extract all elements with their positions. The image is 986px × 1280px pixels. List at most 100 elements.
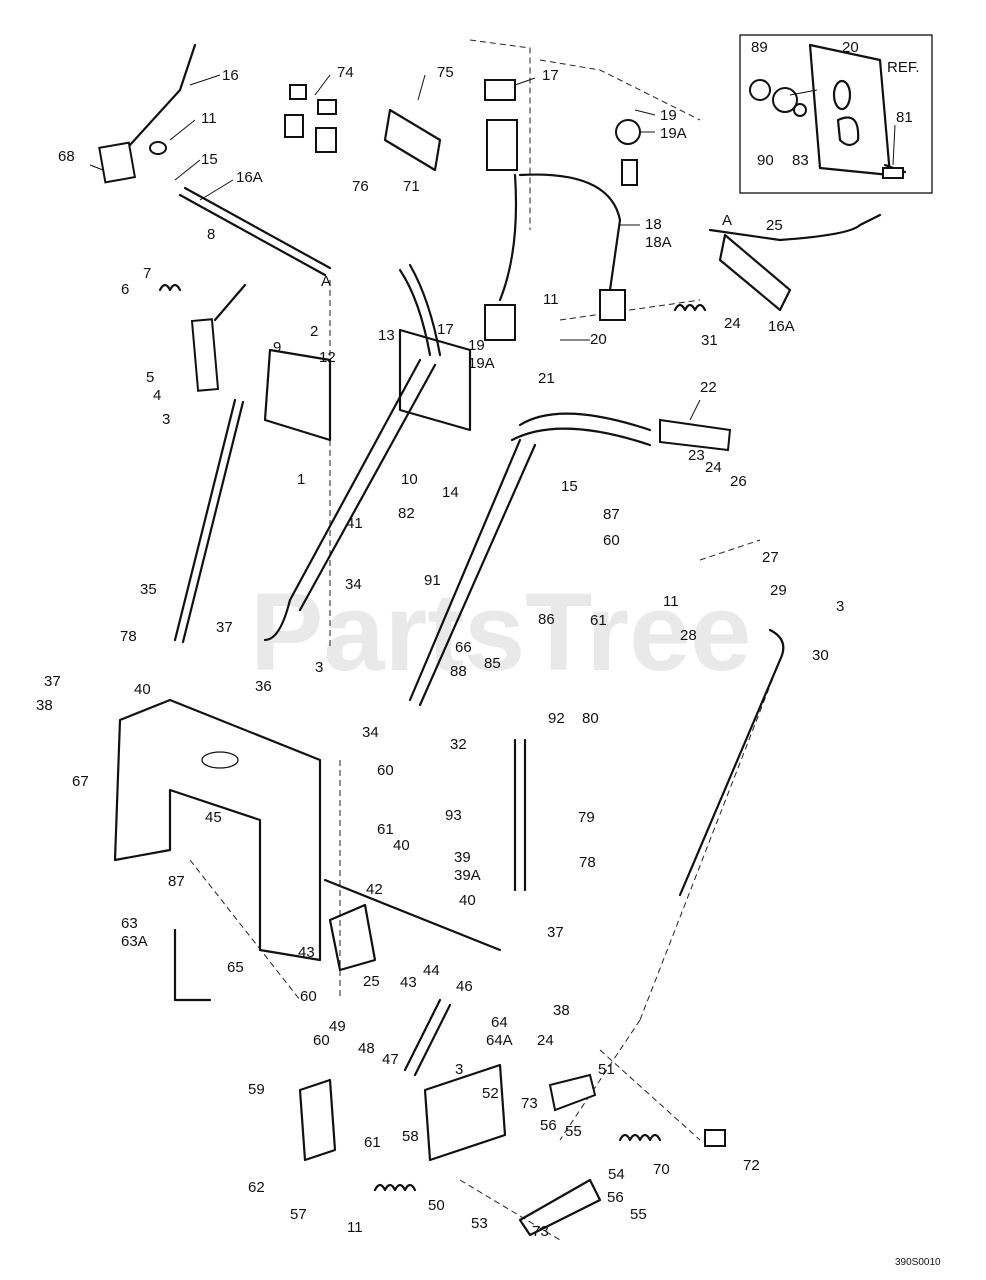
- part-label: 37: [44, 673, 61, 690]
- part-label: 31: [701, 332, 718, 349]
- part-label: 59: [248, 1081, 265, 1098]
- part-label: A: [321, 273, 331, 290]
- part-label: 78: [120, 628, 137, 645]
- part-label: 63: [121, 915, 138, 932]
- part-label: 88: [450, 663, 467, 680]
- part-label: 44: [423, 962, 440, 979]
- part-label: 13: [378, 327, 395, 344]
- part-label: 17: [542, 67, 559, 84]
- part-label: 85: [484, 655, 501, 672]
- part-label: 74: [337, 64, 354, 81]
- part-label: 15: [201, 151, 218, 168]
- part-label: 78: [579, 854, 596, 871]
- part-label: 30: [812, 647, 829, 664]
- part-label: 72: [743, 1157, 760, 1174]
- part-label: 11: [543, 291, 559, 308]
- part-label: 39: [454, 849, 471, 866]
- part-label: 63A: [121, 933, 148, 950]
- part-label: 60: [300, 988, 317, 1005]
- part-label: 66: [455, 639, 472, 656]
- part-label: 61: [377, 821, 394, 838]
- part-label: 1: [297, 471, 305, 488]
- part-label: 43: [400, 974, 417, 991]
- part-label: 57: [290, 1206, 307, 1223]
- part-label: 11: [347, 1219, 363, 1236]
- part-label: 79: [578, 809, 595, 826]
- part-label: 11: [663, 593, 679, 610]
- part-label: 19: [468, 337, 485, 354]
- part-label: 76: [352, 178, 369, 195]
- part-label: 49: [329, 1018, 346, 1035]
- part-label: 73: [521, 1095, 538, 1112]
- dashed-reference-lines: [189, 39, 781, 1241]
- part-label: 32: [450, 736, 467, 753]
- diagram-code: 390S0010: [895, 1257, 941, 1268]
- part-label: 55: [630, 1206, 647, 1223]
- part-label: 3: [162, 411, 170, 428]
- part-label: 52: [482, 1085, 499, 1102]
- part-label: 5: [146, 369, 154, 386]
- part-label: 23: [688, 447, 705, 464]
- part-label: 11: [201, 110, 217, 127]
- part-label: 19: [660, 107, 677, 124]
- part-label: 24: [724, 315, 741, 332]
- part-label: 71: [403, 178, 420, 195]
- part-label: 64: [491, 1014, 508, 1031]
- watermark: PartsTree: [250, 571, 751, 694]
- part-label: 8: [207, 226, 215, 243]
- part-label: 40: [459, 892, 476, 909]
- part-label: 34: [362, 724, 379, 741]
- part-label: 4: [153, 387, 161, 404]
- part-label: 16: [222, 67, 239, 84]
- part-label: 62: [248, 1179, 265, 1196]
- part-label: A: [722, 212, 732, 229]
- part-label: 7: [143, 265, 151, 282]
- part-label: 27: [762, 549, 779, 566]
- part-drawings: [98, 43, 882, 1237]
- part-label: 3: [836, 598, 844, 615]
- part-label: 14: [442, 484, 459, 501]
- part-label: 19A: [468, 355, 495, 372]
- part-label: 67: [72, 773, 89, 790]
- part-label: 39A: [454, 867, 481, 884]
- part-label: 80: [582, 710, 599, 727]
- part-label: 9: [273, 339, 281, 356]
- part-label: 10: [401, 471, 418, 488]
- part-label: 64A: [486, 1032, 513, 1049]
- part-label: 37: [547, 924, 564, 941]
- part-label: 28: [680, 627, 697, 644]
- part-label: 87: [603, 506, 620, 523]
- part-label: 3: [455, 1061, 463, 1078]
- inset-ref-number: 20: [842, 39, 859, 56]
- part-label: 38: [36, 697, 53, 714]
- part-label: 12: [319, 349, 336, 366]
- part-label: 51: [598, 1061, 615, 1078]
- part-label: 40: [393, 837, 410, 854]
- part-label: 60: [603, 532, 620, 549]
- part-label: 17: [437, 321, 454, 338]
- part-label: 20: [590, 331, 607, 348]
- part-label: 56: [540, 1117, 557, 1134]
- part-label: 40: [134, 681, 151, 698]
- part-label: 26: [730, 473, 747, 490]
- part-label: 55: [565, 1123, 582, 1140]
- part-label: 34: [345, 576, 362, 593]
- part-label: 48: [358, 1040, 375, 1057]
- part-label: 61: [590, 612, 607, 629]
- part-label: 73: [532, 1223, 549, 1240]
- part-label: 46: [456, 978, 473, 995]
- part-labels: 16 74 75 17 11 19 19A 68 15 76 71 16A A …: [36, 39, 913, 1240]
- part-label: 16A: [768, 318, 795, 335]
- part-label: 16A: [236, 169, 263, 186]
- part-label: 35: [140, 581, 157, 598]
- part-label: 6: [121, 281, 129, 298]
- part-label: 89: [751, 39, 768, 56]
- part-label: 25: [766, 217, 783, 234]
- part-label: 75: [437, 64, 454, 81]
- part-label: 18A: [645, 234, 672, 251]
- part-label: 36: [255, 678, 272, 695]
- part-label: 47: [382, 1051, 399, 1068]
- part-label: 42: [366, 881, 383, 898]
- part-label: 81: [896, 109, 913, 126]
- leader-lines: [89, 74, 896, 421]
